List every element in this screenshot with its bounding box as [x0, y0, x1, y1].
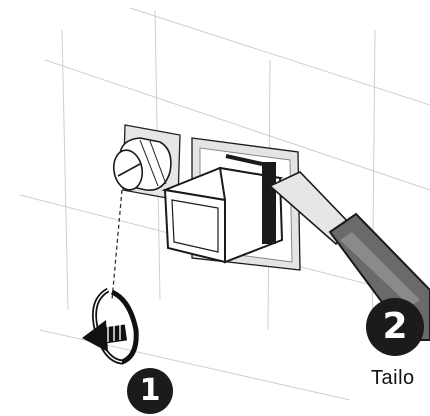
rotate-arrow-icon — [82, 287, 139, 365]
screw-icon — [112, 137, 172, 191]
step-number-2: 2 — [382, 306, 408, 347]
step-badge-1 — [127, 368, 173, 414]
step-badge-2 — [366, 298, 424, 356]
step-number-1: 1 — [139, 373, 161, 408]
caption-text: Tailo — [371, 367, 415, 389]
guide-line — [111, 189, 123, 301]
cable-connector — [161, 154, 284, 264]
